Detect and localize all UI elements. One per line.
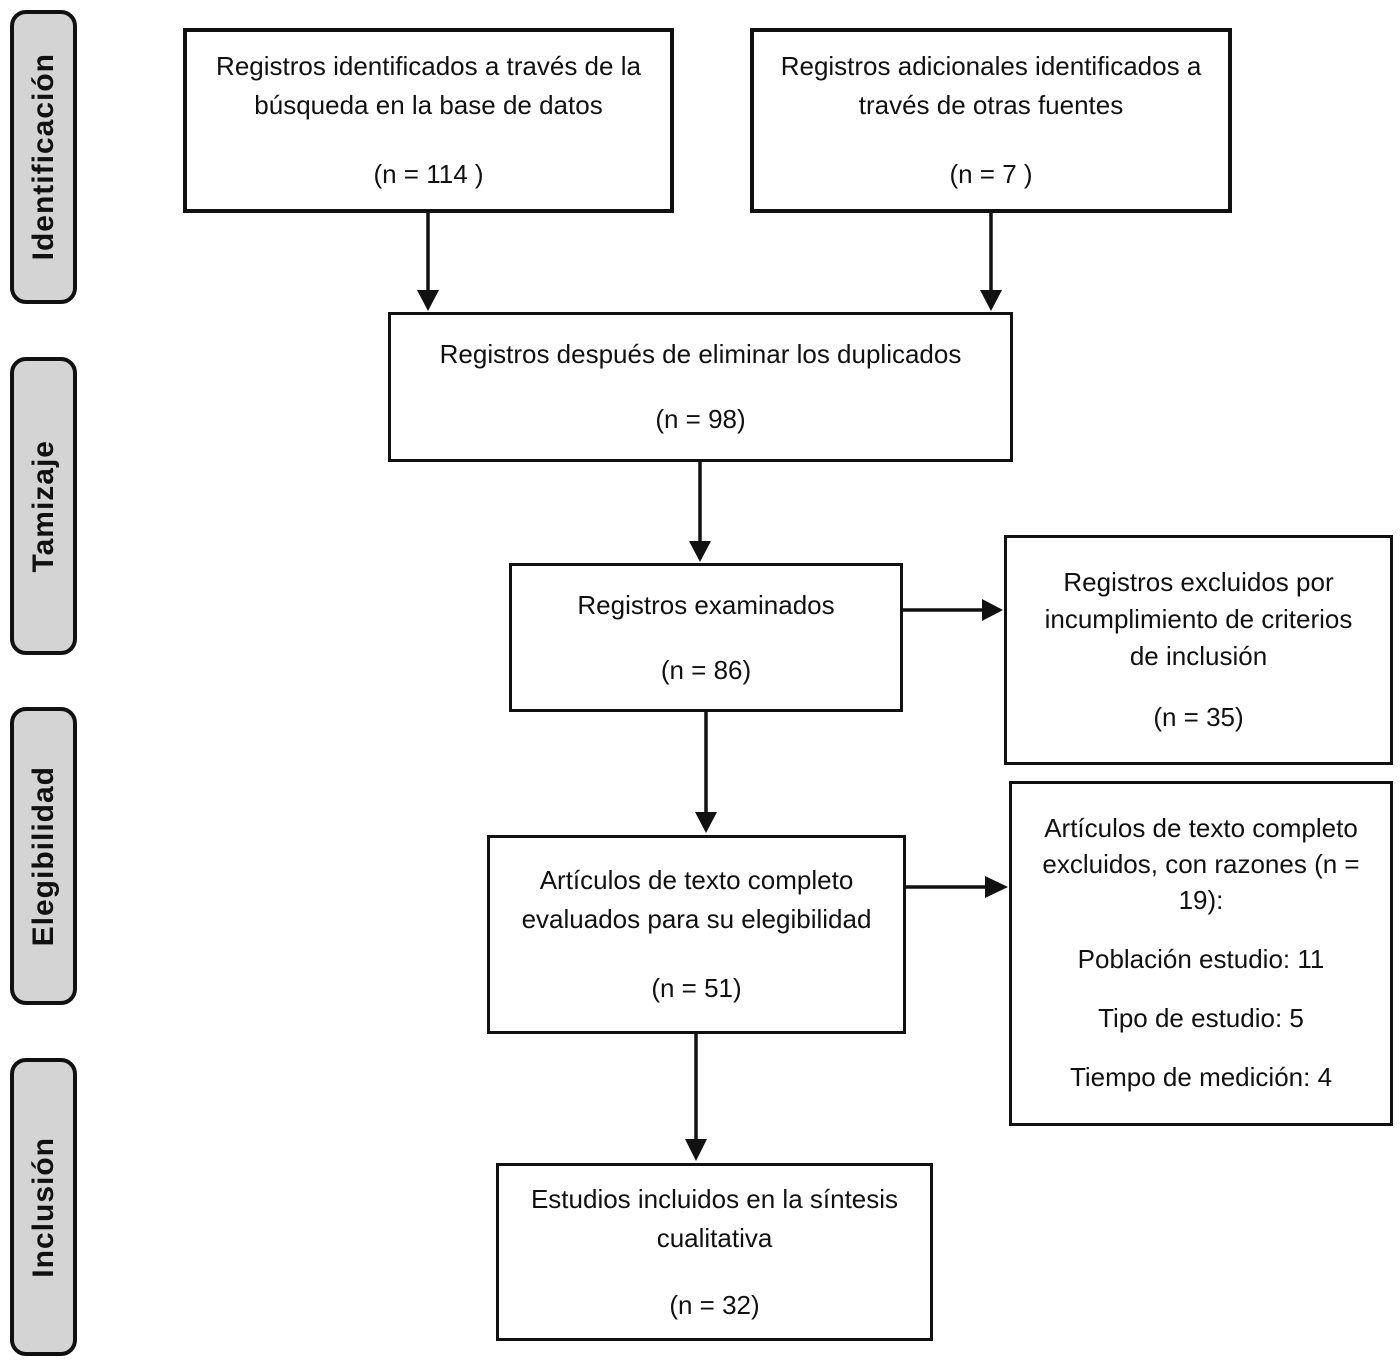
stage-label-screening-text: Tamizaje [26, 439, 60, 573]
box-fulltext-excluded-title: Artículos de texto completo excluidos, c… [1042, 813, 1360, 916]
box-records-screened-count: (n = 86) [660, 654, 752, 685]
box-records-identified-other-sources-label: Registros adicionales identificados a tr… [780, 51, 1202, 120]
box-records-after-duplicates-removed-label: Registros después de eliminar los duplic… [439, 339, 962, 369]
stage-label-identification-text: Identificación [26, 53, 60, 261]
stage-label-inclusion: Inclusión [10, 1058, 77, 1356]
box-records-identified-other-sources-count: (n = 7 ) [949, 159, 1033, 189]
box-fulltext-excluded-reason-study-type: Tipo de estudio: 5 [1098, 1002, 1304, 1033]
box-records-identified-database-label: Registros identificados a través de la b… [216, 51, 641, 120]
box-fulltext-excluded-reason-population: Población estudio: 11 [1077, 944, 1325, 974]
arrow-database-to-duplicates [417, 213, 439, 311]
box-studies-included-count: (n = 32) [669, 1289, 760, 1320]
box-fulltext-assessed-label: Artículos de texto completo evaluados pa… [521, 865, 872, 934]
box-records-after-duplicates-removed: Registros después de eliminar los duplic… [388, 312, 1013, 462]
box-records-excluded: Registros excluidos por incumplimiento d… [1004, 535, 1393, 765]
box-records-excluded-label: Registros excluidos por incumplimiento d… [1044, 567, 1353, 671]
arrow-screened-to-fulltext [695, 712, 717, 833]
box-fulltext-assessed-count: (n = 51) [651, 973, 742, 1003]
stage-label-eligibility-text: Elegibilidad [26, 765, 60, 947]
box-studies-included-label: Estudios incluidos en la síntesis cualit… [530, 1183, 899, 1253]
arrow-other-sources-to-duplicates [980, 213, 1002, 311]
box-records-after-duplicates-removed-count: (n = 98) [655, 404, 746, 434]
stage-label-inclusion-text: Inclusión [26, 1136, 60, 1278]
stage-label-identification: Identificación [10, 10, 77, 304]
box-records-screened: Registros examinados (n = 86) [509, 563, 903, 712]
arrow-screened-to-excluded [903, 599, 1003, 621]
arrow-duplicates-to-screened [689, 462, 711, 562]
box-records-screened-label: Registros examinados [577, 589, 835, 620]
box-studies-included: Estudios incluidos en la síntesis cualit… [496, 1163, 933, 1341]
box-fulltext-excluded-reasons: Artículos de texto completo excluidos, c… [1009, 781, 1393, 1126]
box-records-identified-other-sources: Registros adicionales identificados a tr… [750, 28, 1232, 213]
arrow-fulltext-to-included [685, 1034, 707, 1161]
stage-label-screening: Tamizaje [10, 357, 77, 655]
box-records-excluded-count: (n = 35) [1153, 701, 1244, 732]
box-fulltext-assessed: Artículos de texto completo evaluados pa… [487, 835, 906, 1034]
stage-label-eligibility: Elegibilidad [10, 707, 77, 1005]
box-fulltext-excluded-reason-measurement-time: Tiempo de medición: 4 [1069, 1061, 1333, 1092]
box-records-identified-database-count: (n = 114 ) [373, 159, 484, 189]
arrow-fulltext-to-excluded [906, 876, 1008, 898]
box-records-identified-database: Registros identificados a través de la b… [183, 28, 674, 213]
